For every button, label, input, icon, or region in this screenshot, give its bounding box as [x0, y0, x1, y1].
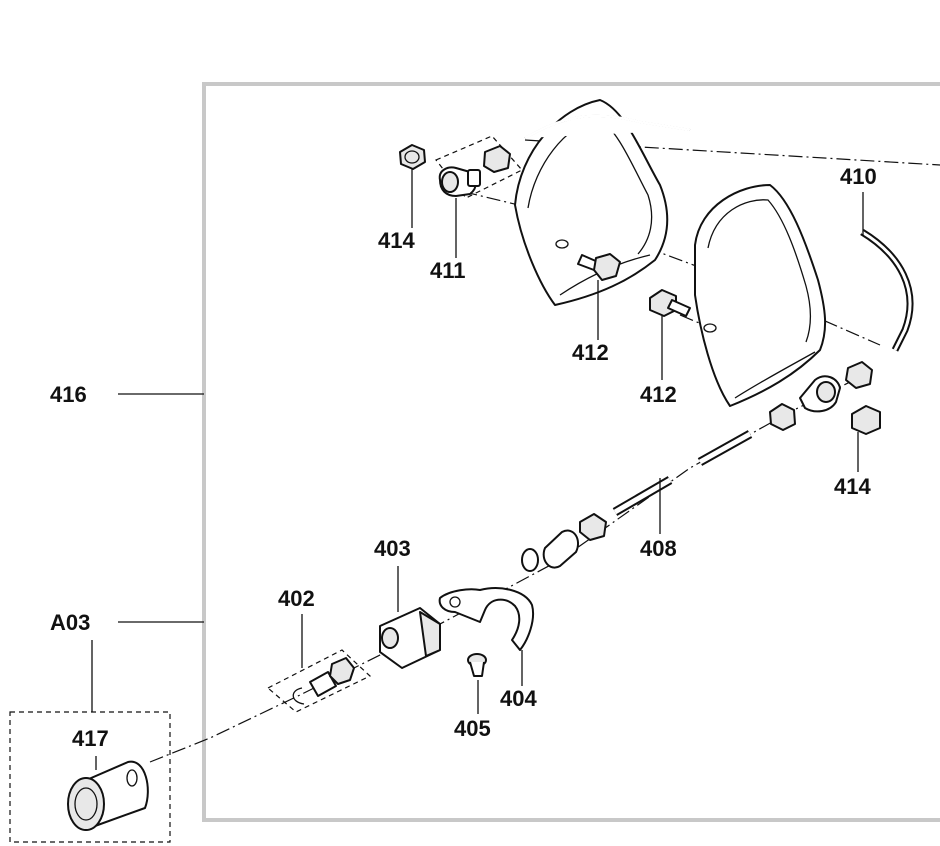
coupler-417	[67, 760, 149, 831]
label-416: 416	[50, 382, 87, 407]
callout-labels: 410 414 411 412 412 416 414 408 403 402 …	[50, 164, 877, 751]
label-414-lower: 414	[834, 474, 871, 499]
tee-fitting-lower	[769, 361, 873, 431]
fitting-411	[438, 145, 511, 197]
label-405: 405	[454, 716, 491, 741]
hose-coupling-lower	[521, 513, 607, 572]
spray-shield-lower	[694, 184, 827, 407]
fitting-402	[292, 657, 355, 705]
label-411: 411	[430, 258, 466, 283]
label-404: 404	[500, 686, 537, 711]
assembly-frame	[202, 82, 940, 822]
nut-414-upper	[399, 144, 426, 170]
label-417: 417	[72, 726, 109, 751]
label-A03: A03	[50, 610, 90, 635]
hose-410	[524, 114, 914, 352]
part-417-inset-box	[9, 711, 171, 843]
part-402-group-box	[266, 649, 372, 713]
label-410: 410	[840, 164, 877, 189]
label-403: 403	[374, 536, 411, 561]
label-402: 402	[278, 586, 315, 611]
clamp-404	[438, 587, 534, 651]
bolt-412-lower	[649, 289, 691, 317]
fitting-403	[379, 607, 441, 669]
leader-lines	[91, 168, 864, 770]
label-408: 408	[640, 536, 677, 561]
screw-405	[467, 653, 487, 677]
label-412-upper: 412	[572, 340, 609, 365]
nut-414-lower	[851, 405, 881, 435]
hose-408	[612, 430, 753, 516]
label-414-upper: 414	[378, 228, 415, 253]
bolt-412-upper	[577, 253, 621, 281]
label-412-lower: 412	[640, 382, 677, 407]
part-411-group-box	[435, 135, 523, 199]
